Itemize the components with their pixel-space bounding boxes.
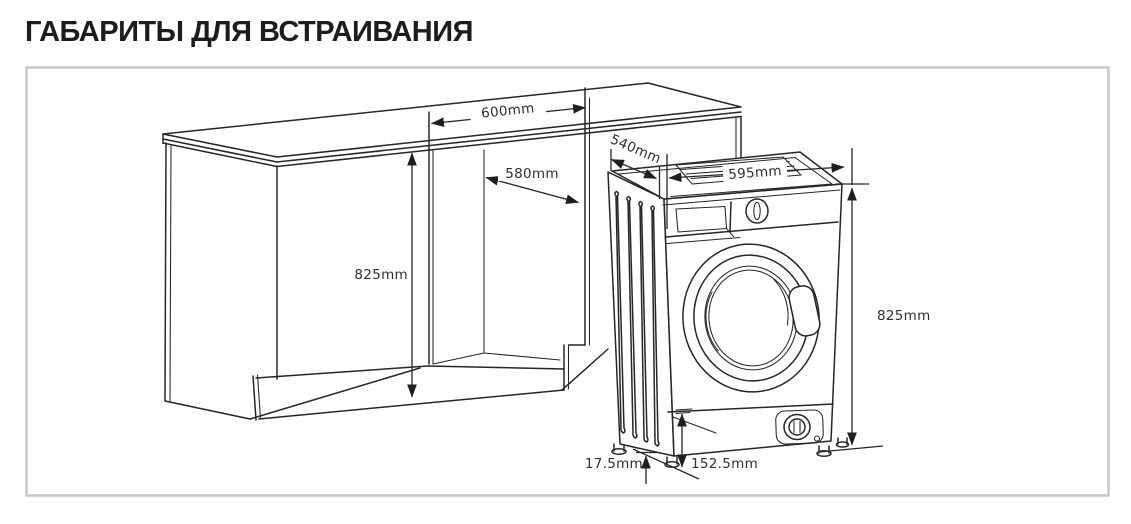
door-handle: [788, 285, 821, 337]
dim-label-machine-width: 595mm: [728, 163, 783, 183]
dim-label-niche-height: 825mm: [354, 267, 408, 283]
washing-machine-drawing: [607, 151, 850, 469]
program-dial: [745, 198, 769, 224]
label-mask: [468, 95, 547, 121]
dim-label-niche-width: 600mm: [480, 100, 535, 121]
drain-filter: [775, 409, 824, 445]
machine-feet: [611, 437, 850, 469]
dim-label-machine-height: 825mm: [877, 308, 931, 324]
dim-label-plinth-height: 152.5mm: [691, 456, 758, 472]
cabinet-niche-drawing: [162, 82, 742, 421]
dimension-annotations: 600mm 580mm 825mm 540mm 595mm 825mm 17.5…: [354, 95, 930, 484]
page-title: ГАБАРИТЫ ДЛЯ ВСТРАИВАНИЯ: [25, 16, 473, 48]
label-mask: [722, 160, 788, 183]
dim-label-niche-depth: 580mm: [505, 166, 559, 182]
diagram-frame: [25, 66, 1110, 497]
dim-label-feet-height: 17.5mm: [585, 456, 643, 472]
label-mask: [498, 164, 566, 181]
side-vent-ribs: [614, 190, 660, 447]
